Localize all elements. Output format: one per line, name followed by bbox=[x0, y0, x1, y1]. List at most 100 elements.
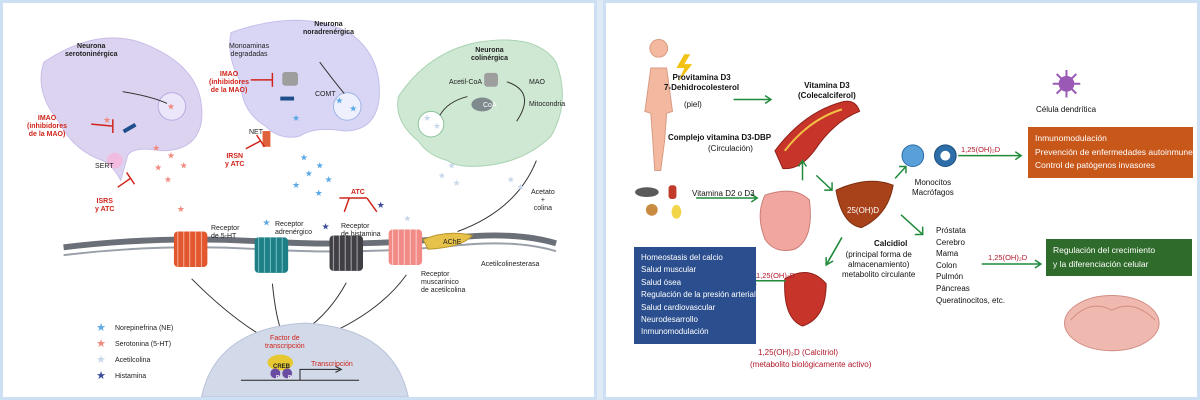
svg-text:★: ★ bbox=[180, 161, 188, 171]
calcidiol-title: Calcidiol bbox=[874, 239, 908, 248]
cholinergic-neuron-label: Neurona colinérgica bbox=[471, 47, 508, 63]
kidney-shape bbox=[784, 272, 827, 327]
svg-text:★: ★ bbox=[167, 152, 175, 162]
immunomodulation-title: Inmunomodulación bbox=[1035, 133, 1107, 143]
svg-text:★: ★ bbox=[517, 183, 525, 193]
liver-label: 25(OH)D bbox=[847, 206, 880, 215]
receptor-muscarinic-shape bbox=[388, 229, 423, 266]
monocyte-icon bbox=[901, 144, 925, 168]
immunomodulation-box: Inmunomodulación Prevención de enfermeda… bbox=[1028, 127, 1198, 178]
svg-text:★: ★ bbox=[316, 161, 324, 171]
ache-enzyme bbox=[422, 232, 474, 250]
svg-text:★: ★ bbox=[263, 219, 271, 229]
box-item: Prevención de enfermedades autoinmunes bbox=[1035, 146, 1198, 157]
imao-left-label: IMAO (inhibidores de la MAO) bbox=[27, 115, 68, 139]
legend-item: ★ Norepinefrina (NE) bbox=[95, 323, 173, 334]
star-icon: ★ bbox=[96, 370, 106, 382]
svg-text:★: ★ bbox=[292, 181, 300, 191]
svg-text:★: ★ bbox=[325, 175, 333, 185]
vitamin-d3-label: Vitamina D3 (Colecalciferol) bbox=[798, 81, 856, 100]
svg-text:★: ★ bbox=[507, 175, 515, 185]
box-item: Salud muscular bbox=[641, 265, 697, 275]
dose-label-1: 1,25(OH)₂D bbox=[961, 145, 1001, 154]
mao-label: MAO bbox=[529, 79, 545, 86]
svg-text:★: ★ bbox=[154, 163, 162, 173]
dose-label-2: 1,25(OH)₂D bbox=[988, 253, 1028, 262]
homeostasis-box: Homeostasis del calcio Salud muscular Sa… bbox=[634, 247, 756, 344]
sert-label: SERT bbox=[95, 163, 114, 170]
svg-text:★: ★ bbox=[305, 169, 313, 179]
receptor-histamine-label: Receptor de histamina bbox=[341, 223, 381, 239]
artery-shape bbox=[774, 100, 861, 170]
serotonergic-neuron-label: Neurona serotoninérgica bbox=[65, 43, 118, 59]
svg-text:★: ★ bbox=[152, 144, 160, 154]
receptor-5ht-label: Receptor de 5-HT bbox=[211, 225, 240, 241]
legend-label: Histamina bbox=[115, 373, 147, 380]
dendritic-cell-icon bbox=[1052, 69, 1081, 98]
complex-label: Complejo vitamina D3-DBP bbox=[668, 133, 772, 142]
circulation-label: (Circulación) bbox=[708, 144, 753, 153]
skin-label: (piel) bbox=[684, 100, 702, 109]
monocytes-label: Monocitos Macrófagos bbox=[912, 178, 954, 197]
nucleus-shape bbox=[200, 322, 409, 397]
star-icon: ★ bbox=[96, 354, 106, 366]
muscarinic-receptor-label: Receptor muscarínico de acetilcolina bbox=[421, 271, 466, 295]
svg-text:★: ★ bbox=[300, 154, 308, 164]
provitamin-label: Provitamina D3 7-Dehidrocolesterol bbox=[664, 73, 740, 92]
dendritic-cell-label: Célula dendrítica bbox=[1036, 105, 1097, 114]
svg-text:★: ★ bbox=[403, 215, 411, 225]
svg-text:★: ★ bbox=[292, 114, 300, 124]
svg-text:★: ★ bbox=[349, 104, 357, 114]
growth-box: Regulación del crecimiento y la diferenc… bbox=[1046, 239, 1192, 277]
svg-text:★: ★ bbox=[322, 223, 330, 233]
svg-text:★: ★ bbox=[164, 175, 172, 185]
svg-text:★: ★ bbox=[177, 205, 185, 215]
ache-label: AChE bbox=[443, 239, 462, 246]
box-item: y la diferenciación celular bbox=[1053, 258, 1149, 269]
box-item: Control de patógenos invasores bbox=[1035, 160, 1156, 171]
legend-item: ★ Serotonina (5-HT) bbox=[95, 339, 171, 350]
box-item: Salud ósea bbox=[641, 277, 682, 287]
acetil-coa-label: Acetil-CoA bbox=[449, 79, 483, 86]
isrs-atc-label: ISRS y ATC bbox=[95, 198, 115, 214]
svg-text:★: ★ bbox=[448, 161, 456, 171]
svg-text:★: ★ bbox=[315, 189, 323, 199]
noradrenergic-neuron-label: Neurona noradrenérgica bbox=[303, 21, 354, 37]
acetylcholinesterase-label: Acetilcolinesterasa bbox=[481, 261, 540, 268]
dose-label-3: 1,25(OH)₂D bbox=[756, 271, 796, 280]
monoamines-label: Monoaminas degradadas bbox=[229, 43, 270, 59]
receptor-adrenergic-label: Receptor adrenérgico bbox=[275, 221, 312, 237]
fish-icon bbox=[635, 187, 659, 198]
imao-mid-label: IMAO (inhibidores de la MAO) bbox=[209, 71, 250, 95]
legend-item: ★ Histamina bbox=[95, 371, 146, 382]
box-item: Homeostasis del calcio bbox=[641, 253, 723, 262]
acetato-colina-label: Acetato + colina bbox=[531, 189, 555, 213]
svg-text:★: ★ bbox=[167, 102, 175, 112]
legend-label: Acetilcolina bbox=[115, 357, 151, 364]
box-item: Salud cardiovascular bbox=[641, 302, 716, 312]
svg-text:★: ★ bbox=[453, 179, 461, 189]
star-icon: ★ bbox=[96, 322, 106, 334]
p-label-2: P bbox=[288, 375, 292, 381]
irsn-atc-label: IRSN y ATC bbox=[225, 153, 245, 169]
box-item: Regulación del crecimiento bbox=[1053, 245, 1156, 255]
box-item: Neurodesarrollo bbox=[641, 314, 698, 324]
p-label-1: P bbox=[276, 375, 280, 381]
svg-text:★: ★ bbox=[433, 122, 441, 132]
svg-text:★: ★ bbox=[335, 96, 343, 106]
intestine-shape bbox=[759, 190, 811, 251]
legend-label: Serotonina (5-HT) bbox=[115, 341, 172, 348]
net-label: NET bbox=[249, 129, 263, 136]
legend-item: ★ Acetilcolina bbox=[95, 355, 150, 366]
pill-icon bbox=[668, 185, 677, 200]
calcitriol-desc: (metabolito biológicamente activo) bbox=[750, 360, 872, 369]
coa-label: CoA bbox=[483, 102, 497, 109]
sun-bolt-icon bbox=[676, 54, 693, 82]
brain-icon bbox=[1064, 295, 1160, 352]
cell-membrane bbox=[63, 232, 557, 251]
calcitriol-label: 1,25(OH)₂D (Calcitriol) bbox=[758, 348, 839, 357]
receptor-histamine-shape bbox=[329, 235, 364, 271]
receptor-adrenergic-shape bbox=[254, 237, 289, 273]
serotonergic-neuron-shape bbox=[40, 37, 203, 182]
box-item: Regulación de la presión arterial bbox=[641, 290, 756, 300]
